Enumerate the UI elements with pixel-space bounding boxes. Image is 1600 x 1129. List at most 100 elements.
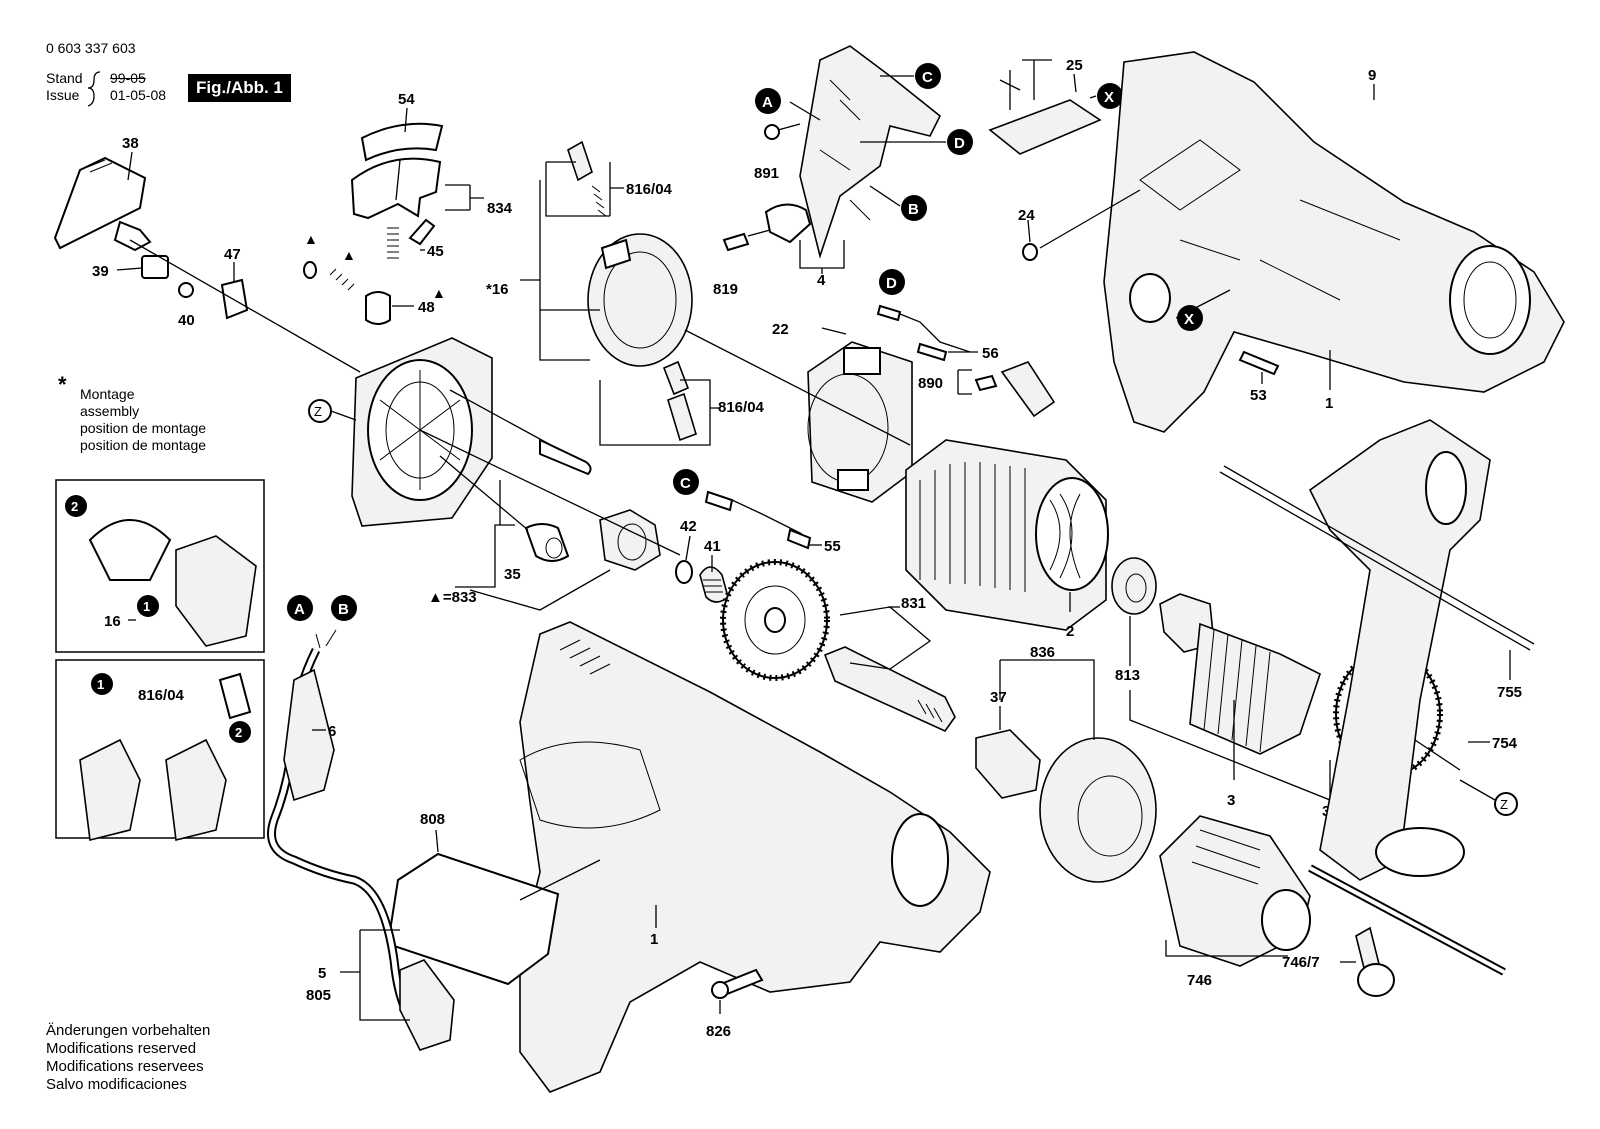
label-836: 836 (1030, 644, 1055, 661)
part-47 (220, 278, 249, 320)
inset-brush-insertion (55, 659, 265, 839)
part-819-screw (722, 232, 750, 252)
callout-c-mid-text: C (680, 475, 691, 492)
issue-label: Issue (46, 87, 80, 103)
step-badge-2 (137, 595, 159, 617)
label-819: 819 (713, 281, 738, 298)
label-6: 6 (328, 723, 336, 740)
legend-line-2: assembly (80, 403, 140, 419)
label-35: 35 (504, 566, 521, 583)
step-badge-3 (91, 673, 113, 695)
part-754-aux-handle (1308, 419, 1491, 881)
connector-d (876, 304, 902, 322)
stand-label: Stand (46, 70, 83, 86)
callout-d-mid (879, 269, 905, 295)
step-badge-1 (65, 495, 87, 517)
callout-x-mid-text: X (1184, 311, 1194, 328)
callout-a-cable (287, 595, 313, 621)
label-54: 54 (398, 91, 415, 108)
callout-a-switch (755, 88, 781, 114)
callout-b-cable (331, 595, 357, 621)
part-hex-fan (599, 509, 661, 571)
legend-line-4: position de montage (80, 437, 207, 453)
label-754: 754 (1492, 735, 1518, 752)
legend-line-3: position de montage (80, 420, 207, 436)
part-housing-shell (1103, 51, 1565, 433)
footer-notes: Änderungen vorbehalten Modifications res… (46, 1022, 210, 1094)
callout-c-switch (915, 63, 941, 89)
label-45: 45 (427, 243, 444, 260)
part-brush-spring (662, 360, 690, 396)
label-55: 55 (824, 538, 841, 555)
callout-a-cable-text: A (294, 601, 305, 618)
label-40: 40 (178, 312, 195, 329)
label-41: 41 (704, 538, 721, 555)
part-746-chuck (1159, 815, 1311, 967)
label-22: 22 (772, 321, 789, 338)
part-836-gear-housing (1039, 737, 1157, 883)
part-brush-top (567, 140, 593, 182)
label-1-top: 1 (1325, 395, 1333, 412)
part-brush-bottom (667, 392, 697, 442)
issue-date: 01-05-08 (110, 87, 167, 103)
label-47: 47 (224, 246, 241, 263)
label-24: 24 (1018, 207, 1035, 224)
label-5: 5 (318, 965, 326, 982)
callout-b-cable-text: B (338, 601, 349, 618)
callout-a-switch-text: A (762, 94, 773, 111)
part-42-washer (675, 560, 693, 584)
label-16: *16 (486, 281, 509, 298)
part-large-gear (720, 559, 830, 681)
callout-d-mid-text: D (886, 275, 897, 292)
legend-star: * (58, 372, 67, 397)
callout-d-switch (947, 129, 973, 155)
part-39 (141, 255, 169, 279)
label-39: 39 (92, 263, 109, 280)
figure-label: Fig./Abb. 1 (188, 74, 291, 102)
step-badge-2-text: 1 (143, 599, 150, 614)
label-808: 808 (420, 811, 445, 828)
part-brush-carrier (807, 341, 913, 503)
part-48 (365, 291, 391, 325)
label-9: 9 (1368, 67, 1376, 84)
legend-line-1: Montage (80, 386, 135, 402)
part-pin (539, 438, 592, 476)
part-end-shield (351, 337, 493, 527)
tri-marker-2: ▲ (342, 247, 356, 263)
label-834: 834 (487, 200, 513, 217)
part-brush-plate (587, 233, 693, 367)
step-badge-4-text: 2 (235, 725, 242, 740)
label-890: 890 (918, 375, 943, 392)
part-813-bearing (1111, 557, 1157, 615)
part-40 (178, 282, 194, 298)
callout-c-mid (673, 469, 699, 495)
step-badge-3-text: 1 (97, 677, 104, 692)
step-badge-1-text: 2 (71, 499, 78, 514)
label-56: 56 (982, 345, 999, 362)
stand-date: 99-05 (110, 70, 146, 86)
label-813: 813 (1115, 667, 1140, 684)
label-816-b: 816/04 (718, 399, 765, 416)
callout-z-right-text: Z (1500, 797, 1508, 812)
tri-marker-3: ▲ (432, 285, 446, 301)
date-brace (87, 71, 101, 107)
label-37: 37 (990, 689, 1007, 706)
part-41-spring (699, 566, 729, 603)
callout-z-right (1494, 792, 1518, 816)
part-24 (1022, 243, 1038, 261)
part-4-switch (764, 45, 942, 259)
footer-line-4: Salvo modificaciones (46, 1076, 187, 1093)
label-4: 4 (817, 272, 826, 289)
label-826: 826 (706, 1023, 731, 1040)
label-746: 746 (1187, 972, 1212, 989)
part-37 (975, 729, 1041, 799)
part-891-screw (764, 124, 780, 140)
step-badge-4 (229, 721, 251, 743)
label-3: 3 (1227, 792, 1235, 809)
label-816-inset: 816/04 (138, 687, 185, 704)
label-833: ▲=833 (428, 589, 477, 606)
label-746-7: 746/7 (1282, 954, 1320, 971)
callout-x-mid (1177, 305, 1203, 331)
label-891: 891 (754, 165, 779, 182)
